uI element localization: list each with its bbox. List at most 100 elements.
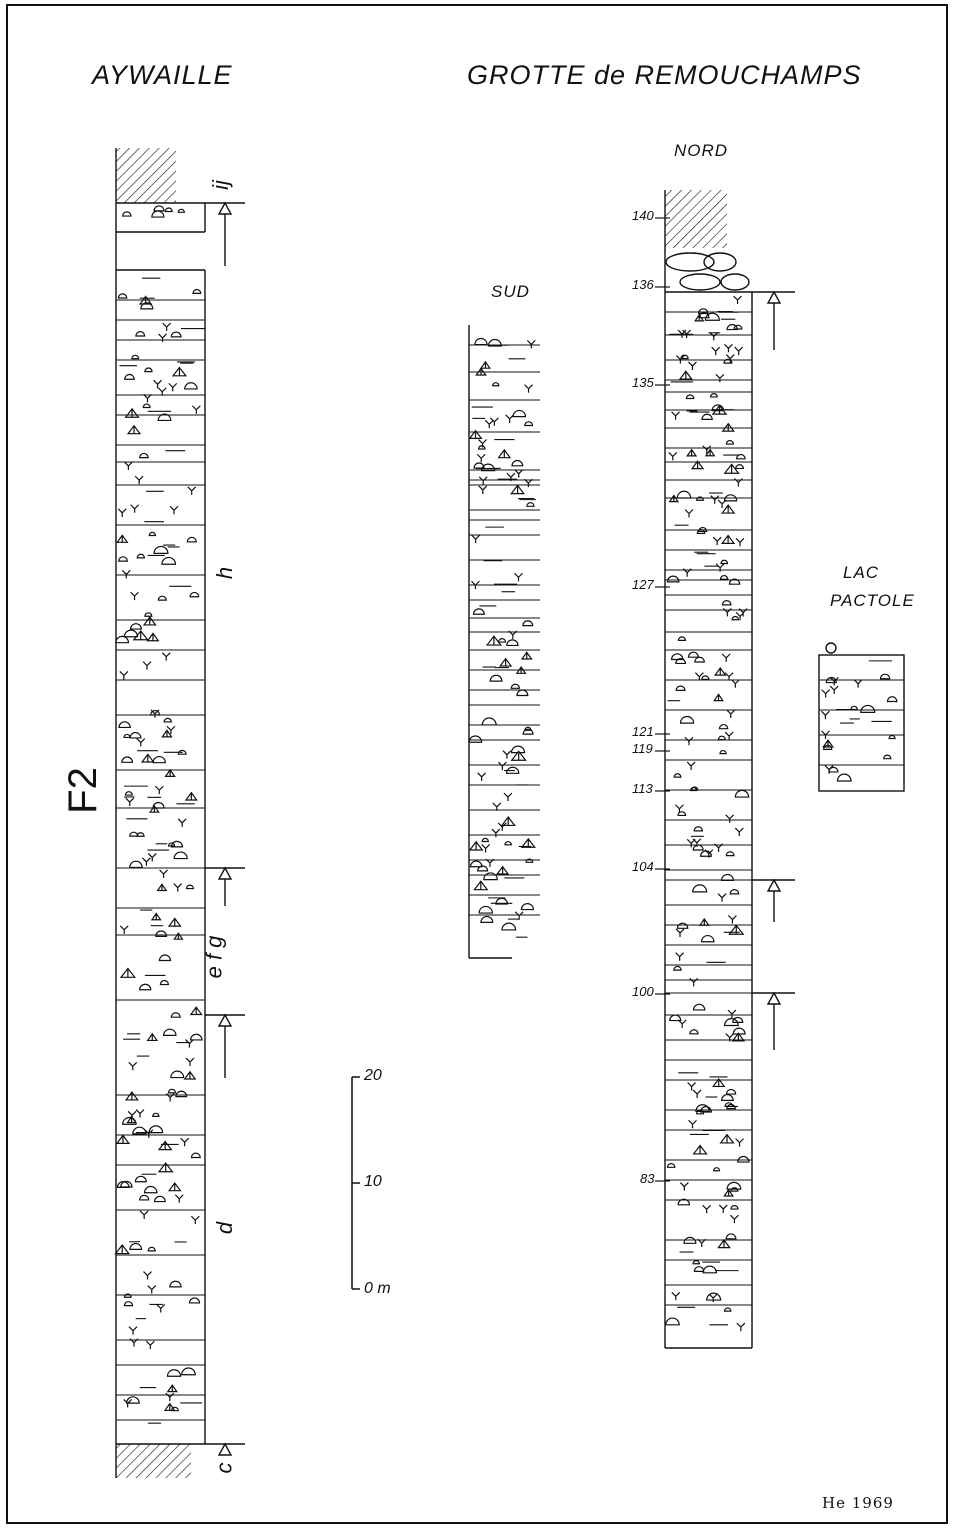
brachiopod-symbol xyxy=(482,838,488,841)
crinoid-symbol xyxy=(131,505,139,513)
depth-label: 119 xyxy=(632,741,653,756)
shell-fan-symbol xyxy=(470,842,483,850)
label-lac: LAC xyxy=(843,563,879,583)
crinoid-symbol xyxy=(192,406,200,414)
unit-label-c: c xyxy=(212,1463,238,1474)
brachiopod-symbol xyxy=(160,981,168,985)
brachiopod-symbol xyxy=(512,460,523,465)
brachiopod-symbol xyxy=(726,1089,735,1094)
crinoid-symbol xyxy=(734,296,742,304)
brachiopod-symbol xyxy=(720,576,727,580)
formation-label-f2: F2 xyxy=(61,767,106,814)
brachiopod-symbol xyxy=(143,404,150,407)
brachiopod-symbol xyxy=(737,455,746,459)
shell-fan-symbol xyxy=(522,652,532,659)
brachiopod-symbol xyxy=(162,557,176,564)
brachiopod-symbol xyxy=(527,503,534,507)
shell-fan-symbol xyxy=(694,1146,707,1154)
brachiopod-symbol xyxy=(884,755,891,759)
shell-fan-symbol xyxy=(144,617,156,625)
shell-fan-symbol xyxy=(511,485,523,493)
brachiopod-symbol xyxy=(153,1113,159,1116)
shell-fan-symbol xyxy=(162,730,171,737)
brachiopod-symbol xyxy=(693,885,707,892)
nord-depth-ticks xyxy=(655,218,670,1181)
brachiopod-symbol xyxy=(159,955,170,961)
brachiopod-symbol xyxy=(732,617,738,620)
brachiopod-symbol xyxy=(479,906,492,913)
brachiopod-symbol xyxy=(688,652,698,657)
crinoid-symbol xyxy=(148,1286,156,1294)
brachiopod-symbol xyxy=(677,923,687,928)
brachiopod-symbol xyxy=(511,684,519,688)
crinoid-symbol xyxy=(129,1327,137,1335)
crinoid-symbol xyxy=(135,476,143,484)
brachiopod-symbol xyxy=(721,560,727,563)
shell-fan-symbol xyxy=(729,925,743,934)
crinoid-symbol xyxy=(492,829,500,837)
crinoid-symbol xyxy=(163,323,171,331)
shell-fan-symbol xyxy=(680,371,692,379)
brachiopod-symbol xyxy=(667,1164,674,1168)
brachiopod-symbol xyxy=(678,637,685,640)
brachiopod-symbol xyxy=(726,852,734,856)
brachiopod-symbol xyxy=(502,923,516,930)
nord-column xyxy=(665,190,752,1348)
brachiopod-symbol xyxy=(493,383,499,386)
scale-bar xyxy=(352,1077,360,1289)
crinoid-symbol xyxy=(170,506,178,514)
brachiopod-symbol xyxy=(130,733,141,738)
lac-pactole-column xyxy=(819,643,904,791)
aywaille-boundary-arrows xyxy=(205,203,245,1455)
crinoid-symbol xyxy=(736,1139,744,1147)
depth-label: 135 xyxy=(632,375,654,390)
crinoid-symbol xyxy=(504,793,512,801)
brachiopod-symbol xyxy=(692,787,698,790)
brachiopod-symbol xyxy=(674,966,681,970)
shell-fan-symbol xyxy=(721,1135,734,1143)
crinoid-symbol xyxy=(506,415,514,423)
brachiopod-symbol xyxy=(880,674,889,679)
nord-boundary-arrows xyxy=(752,292,795,1050)
shell-fan-symbol xyxy=(117,535,127,542)
shell-fan-symbol xyxy=(117,1135,129,1143)
crinoid-symbol xyxy=(477,454,485,462)
brachiopod-symbol xyxy=(507,640,518,646)
shell-fan-symbol xyxy=(126,409,139,417)
crinoid-symbol xyxy=(680,1183,688,1191)
shell-fan-symbol xyxy=(148,633,159,640)
brachiopod-symbol xyxy=(702,676,709,679)
crinoid-symbol xyxy=(129,1062,137,1070)
brachiopod-symbol xyxy=(167,1370,180,1377)
brachiopod-symbol xyxy=(164,718,171,722)
crinoid-symbol xyxy=(685,737,693,745)
crinoid-symbol xyxy=(482,844,490,852)
crinoid-symbol xyxy=(166,1393,174,1401)
brachiopod-symbol xyxy=(736,465,744,469)
brachiopod-symbol xyxy=(666,1318,679,1325)
brachiopod-symbol xyxy=(124,630,137,637)
depth-label: 121 xyxy=(632,724,654,739)
brachiopod-symbol xyxy=(484,873,497,880)
brachiopod-symbol xyxy=(697,497,704,500)
brachiopod-symbol xyxy=(190,1298,200,1303)
crinoid-symbol xyxy=(143,662,151,670)
depth-label: 136 xyxy=(632,277,654,292)
brachiopod-symbol xyxy=(149,532,155,535)
brachiopod-symbol xyxy=(171,1013,180,1017)
crinoid-symbol xyxy=(735,828,743,836)
shell-fan-symbol xyxy=(159,1163,172,1172)
crinoid-symbol xyxy=(716,564,724,572)
shell-fan-symbol xyxy=(722,535,734,543)
brachiopod-symbol xyxy=(526,859,533,862)
crinoid-symbol xyxy=(718,500,726,508)
brachiopod-symbol xyxy=(693,1261,699,1264)
brachiopod-symbol xyxy=(702,414,712,419)
brachiopod-symbol xyxy=(702,936,714,942)
crinoid-symbol xyxy=(515,573,523,581)
brachiopod-symbol xyxy=(131,624,142,629)
crinoid-symbol xyxy=(725,732,733,740)
brachiopod-symbol xyxy=(136,332,145,336)
crinoid-symbol xyxy=(728,916,736,924)
crinoid-symbol xyxy=(676,953,684,961)
